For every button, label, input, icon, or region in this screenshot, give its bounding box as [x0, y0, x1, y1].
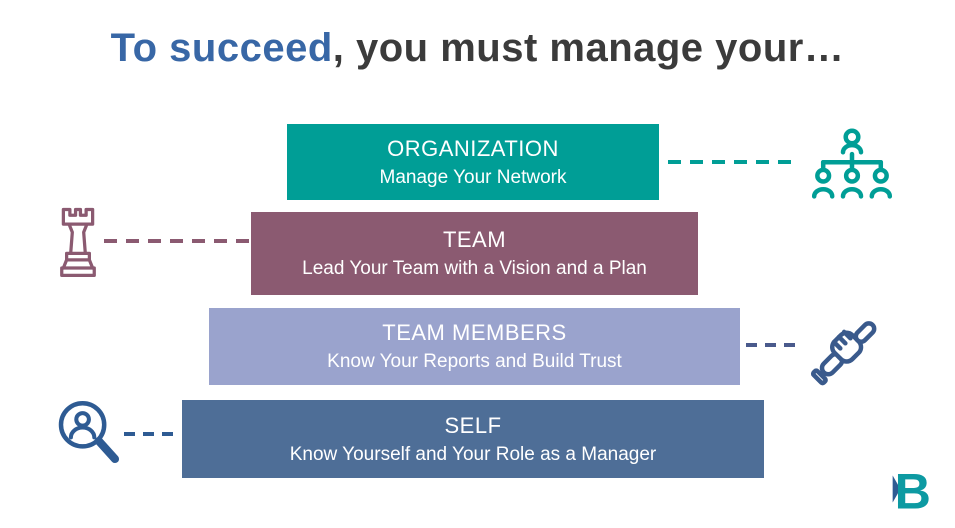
- bar-team-label: TEAM: [442, 227, 507, 252]
- bar-organization-subtitle: Manage Your Network: [379, 166, 567, 188]
- bar-self: SELF Know Yourself and Your Role as a Ma…: [182, 400, 764, 478]
- handshake-icon: [800, 306, 892, 392]
- b-logo: B: [882, 460, 942, 518]
- connector-team: [104, 239, 250, 243]
- bar-team: TEAM Lead Your Team with a Vision and a …: [251, 212, 698, 295]
- title-highlight: To succeed: [110, 26, 333, 70]
- bar-organization: ORGANIZATION Manage Your Network: [287, 124, 659, 200]
- bar-team-members-subtitle: Know Your Reports and Build Trust: [327, 351, 622, 372]
- org-chart-icon: [806, 128, 898, 200]
- connector-organization: [668, 160, 800, 164]
- bar-team-subtitle: Lead Your Team with a Vision and a Plan: [302, 258, 647, 279]
- magnifier-person-icon: [50, 396, 126, 468]
- b-logo-letter: B: [895, 463, 931, 518]
- bar-team-members: TEAM MEMBERS Know Your Reports and Build…: [209, 308, 740, 385]
- bar-self-subtitle: Know Yourself and Your Role as a Manager: [289, 443, 657, 465]
- bar-team-members-label: TEAM MEMBERS: [382, 320, 567, 345]
- rook-icon: [52, 203, 104, 281]
- title-rest: , you must manage your…: [332, 26, 845, 70]
- bar-organization-label: ORGANIZATION: [387, 135, 559, 161]
- connector-team-members: [746, 343, 802, 347]
- connector-self: [124, 432, 180, 436]
- bar-self-label: SELF: [444, 412, 502, 438]
- page-title: To succeed, you must manage your…: [0, 26, 955, 71]
